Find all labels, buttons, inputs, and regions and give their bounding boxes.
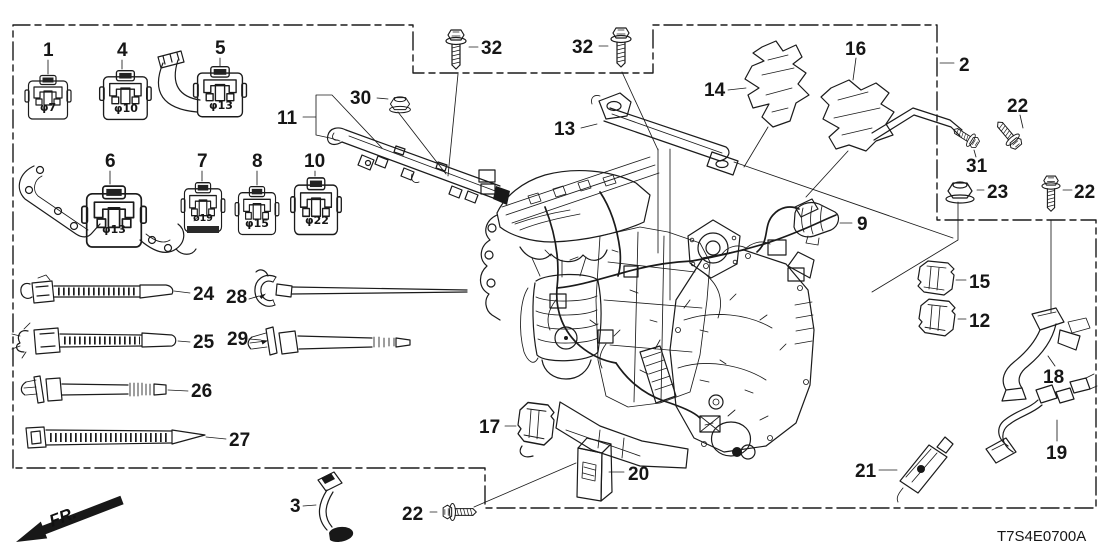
part-label-2[interactable]: 2 (959, 55, 970, 76)
bracket-16 (820, 79, 895, 152)
fr-direction: FR. (16, 495, 124, 542)
connector-size-labels: φ7 φ10 φ13 φ13 ø19 φ15 φ22 (40, 99, 329, 236)
bolt-32-right (610, 27, 632, 68)
bracket-18 (1001, 307, 1091, 402)
assembly-boundary (12, 24, 1097, 509)
part-label-7[interactable]: 7 (197, 151, 208, 172)
size-label-4: φ10 (114, 102, 138, 115)
part-label-6[interactable]: 6 (105, 151, 116, 172)
part-label-5[interactable]: 5 (215, 38, 226, 59)
bolt-22-bottom (442, 502, 477, 522)
part-label-8[interactable]: 8 (252, 151, 263, 172)
leader-lines (47, 45, 1073, 513)
part-label-13[interactable]: 13 (554, 119, 575, 140)
engine-drawing (478, 148, 837, 469)
size-label-5: φ13 (209, 99, 233, 112)
part-label-27[interactable]: 27 (229, 430, 250, 451)
part-label-18[interactable]: 18 (1043, 367, 1064, 388)
tie-26 (20, 375, 167, 404)
bolt-31 (949, 122, 982, 151)
harness-bracket-11 (326, 127, 510, 205)
fr-arrow-icon (16, 495, 124, 542)
tie-29 (247, 326, 411, 356)
size-label-10: φ22 (305, 214, 329, 227)
part-label-14[interactable]: 14 (704, 80, 726, 101)
part-label-32b[interactable]: 32 (572, 37, 593, 58)
part-label-16[interactable]: 16 (845, 39, 866, 60)
part-label-21[interactable]: 21 (855, 461, 877, 482)
part-label-22b[interactable]: 22 (1074, 182, 1095, 203)
diagram-code: T7S4E0700A (997, 528, 1086, 545)
part-label-32a[interactable]: 32 (481, 38, 502, 59)
clip-28 (254, 269, 468, 307)
part-label-28[interactable]: 28 (226, 287, 247, 308)
part-label-3[interactable]: 3 (290, 496, 301, 517)
part-label-20[interactable]: 20 (628, 464, 649, 485)
harness-pipe (871, 107, 963, 141)
size-label-7: ø19 (193, 213, 213, 224)
connector-6 (18, 165, 197, 255)
cover-20 (576, 437, 613, 502)
tie-25 (11, 322, 177, 359)
clip-17 (517, 401, 555, 458)
part-label-1[interactable]: 1 (43, 40, 54, 61)
connector-7 (180, 182, 226, 233)
bracket-19 (985, 373, 1098, 464)
size-label-8: φ15 (245, 217, 269, 230)
wire-3 (317, 471, 354, 543)
fr-label: FR. (47, 503, 79, 531)
tie-24 (20, 274, 174, 304)
size-label-1: φ7 (40, 101, 56, 114)
part-labels: 1 4 5 6 7 8 10 11 30 32 32 13 14 16 2 22… (43, 37, 1095, 525)
part-label-22a[interactable]: 22 (1007, 96, 1028, 117)
wire-harness (544, 191, 837, 419)
bolt-22-top (991, 116, 1026, 153)
connector-5 (157, 50, 248, 118)
clip-12 (918, 298, 956, 337)
clip-15 (917, 260, 955, 296)
part-label-25[interactable]: 25 (193, 332, 215, 353)
nut-30 (389, 96, 411, 114)
part-label-9[interactable]: 9 (857, 214, 868, 235)
part-label-24[interactable]: 24 (193, 284, 215, 305)
grommet-9 (793, 201, 840, 246)
part-label-31[interactable]: 31 (966, 156, 988, 177)
part-label-26[interactable]: 26 (191, 381, 212, 402)
part-label-10[interactable]: 10 (304, 151, 325, 172)
bolt-32-left (445, 29, 467, 70)
tie-27 (25, 426, 206, 449)
part-label-11[interactable]: 11 (277, 108, 298, 129)
part-label-12[interactable]: 12 (969, 311, 990, 332)
nut-23 (945, 181, 975, 204)
bracket-14 (744, 40, 810, 128)
bracket-13 (591, 92, 739, 176)
part-label-4[interactable]: 4 (117, 40, 128, 61)
part-label-19[interactable]: 19 (1046, 443, 1067, 464)
part-label-17[interactable]: 17 (479, 417, 500, 438)
part-label-15[interactable]: 15 (969, 272, 991, 293)
part-label-22c[interactable]: 22 (402, 504, 423, 525)
bolt-22-right (1041, 175, 1061, 212)
part-label-23[interactable]: 23 (987, 182, 1008, 203)
size-label-6: φ13 (102, 223, 126, 236)
part-label-30[interactable]: 30 (350, 88, 371, 109)
connector-21 (896, 436, 954, 503)
part-label-29[interactable]: 29 (227, 329, 248, 350)
